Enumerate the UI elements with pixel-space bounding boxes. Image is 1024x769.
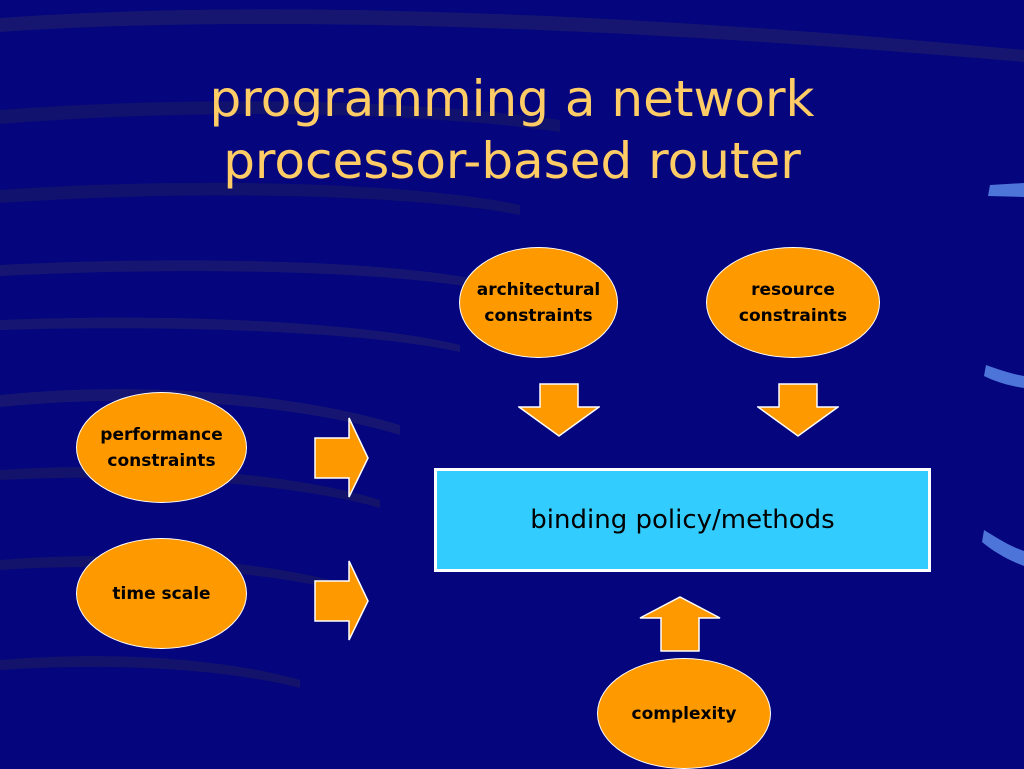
complexity-node: complexity — [597, 658, 771, 769]
slide-title-line-1: programming a network — [209, 70, 815, 128]
complexity-label: complexity — [631, 703, 737, 724]
binding-policy-label: binding policy/methods — [530, 505, 835, 535]
arrow-right-performance — [314, 417, 369, 498]
resource-constraints-node: resource constraints — [706, 247, 880, 358]
arrow-down-resource — [757, 383, 839, 437]
arrow-right-time-scale — [314, 560, 369, 641]
slide-title: programming a network processor-based ro… — [0, 68, 1024, 192]
performance-constraints-line-1: performance — [100, 424, 223, 445]
binding-policy-box: binding policy/methods — [434, 468, 931, 572]
resource-constraints-line-2: constraints — [738, 305, 848, 326]
performance-constraints-node: performance constraints — [76, 392, 247, 503]
slide-title-line-2: processor-based router — [223, 132, 801, 190]
time-scale-node: time scale — [76, 538, 247, 649]
arrow-up-complexity — [639, 596, 721, 652]
performance-constraints-line-2: constraints — [107, 450, 216, 471]
architectural-constraints-line-1: architectural — [476, 279, 601, 300]
architectural-constraints-node: architectural constraints — [459, 247, 618, 358]
time-scale-label: time scale — [112, 583, 211, 604]
arrow-down-architectural — [518, 383, 600, 437]
architectural-constraints-line-2: constraints — [484, 305, 593, 326]
resource-constraints-line-1: resource — [751, 279, 835, 300]
